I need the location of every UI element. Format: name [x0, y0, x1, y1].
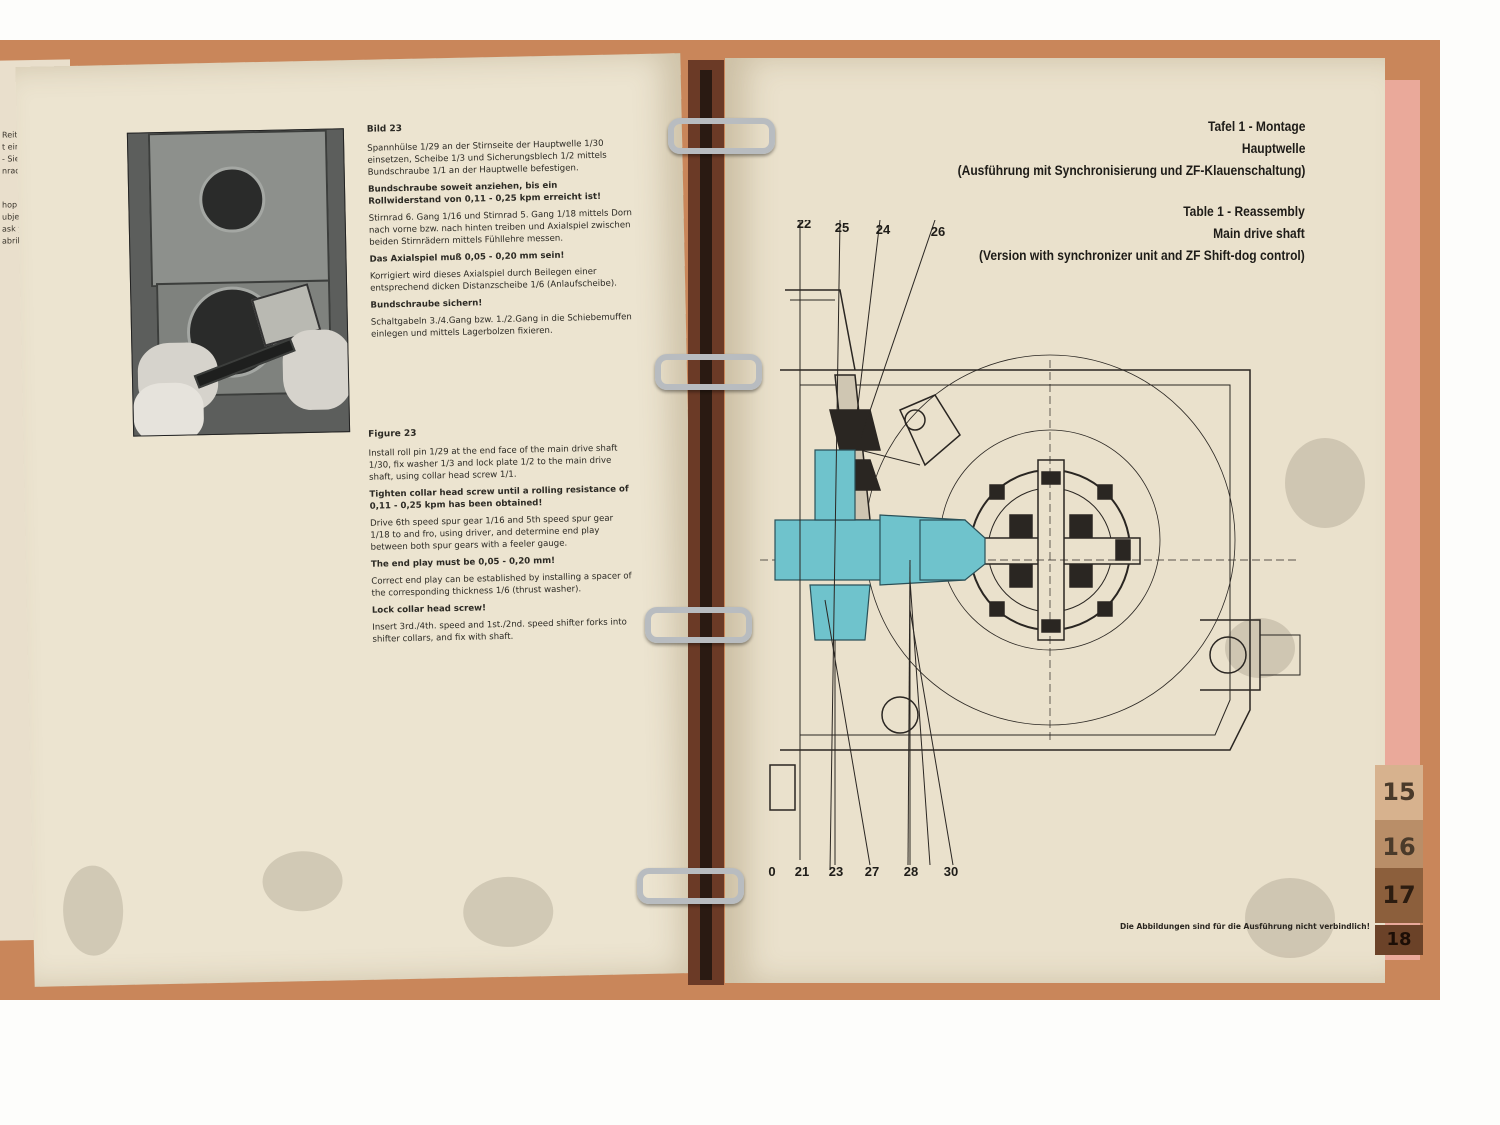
title-de-line: Hauptwelle [1241, 140, 1305, 156]
binder-ring [668, 118, 775, 154]
paragraph-de: Spannhülse 1/29 an der Stirnseite der Ha… [367, 138, 607, 178]
stain [1285, 438, 1365, 528]
main-drive-shaft-drawing: 22 25 24 26 0 21 23 27 28 30 [760, 220, 1301, 879]
callout-24: 24 [876, 222, 891, 237]
callout-25: 25 [835, 220, 849, 235]
stain [261, 850, 344, 913]
callout-0: 0 [768, 864, 775, 879]
binder-ring [655, 354, 762, 390]
title-de-line: Tafel 1 - Montage [1207, 118, 1305, 134]
stain [1245, 878, 1335, 958]
title-en-line: Main drive shaft [1213, 225, 1305, 241]
caption-english: Figure 23 [368, 428, 417, 440]
callout-21: 21 [795, 864, 809, 879]
instructions-english: Figure 23 Install roll pin 1/29 at the e… [368, 424, 638, 651]
callout-22: 22 [797, 220, 811, 231]
callout-23: 23 [829, 864, 843, 879]
paragraph-de: Das Axialspiel muß 0,05 - 0,20 mm sein! [369, 250, 565, 265]
paragraph-en: Tighten collar head screw until a rollin… [369, 484, 629, 512]
paragraph-de: Bundschraube soweit anziehen, bis ein Ro… [367, 180, 602, 207]
instructions-german: Bild 23 Spannhülse 1/29 an der Stirnseit… [367, 119, 637, 346]
paragraph-en: Drive 6th speed spur gear 1/16 and 5th s… [369, 513, 614, 553]
stain [462, 875, 554, 948]
paragraph-en: The end play must be 0,05 - 0,20 mm! [370, 555, 556, 570]
title-en-line: Table 1 - Reassembly [1183, 203, 1305, 219]
title-de-line: (Ausführung mit Synchronisierung und ZF-… [957, 162, 1305, 178]
section-tab-18[interactable]: 18 [1375, 925, 1423, 955]
binder-spine-shadow [700, 70, 712, 980]
binder-ring [645, 607, 752, 643]
stain [62, 865, 125, 957]
binder-ring [637, 868, 744, 904]
section-tab-15[interactable]: 15 [1375, 765, 1423, 820]
title-german: Tafel 1 - Montage Hauptwelle (Ausführung… [901, 115, 1305, 181]
footer-disclaimer: Die Abbildungen sind für die Ausführung … [1120, 922, 1371, 931]
title-english: Table 1 - Reassembly Main drive shaft (V… [926, 200, 1305, 266]
section-tab-17[interactable]: 17 [1375, 868, 1423, 923]
paragraph-en: Insert 3rd./4th. speed and 1st./2nd. spe… [372, 617, 628, 645]
callout-30: 30 [944, 864, 958, 879]
callout-26: 26 [931, 224, 945, 239]
paragraph-de: Korrigiert wird dieses Axialspiel durch … [369, 266, 618, 294]
callout-27: 27 [865, 864, 879, 879]
gearbox-photo [126, 128, 351, 437]
left-page: Bild 23 Spannhülse 1/29 an der Stirnseit… [15, 53, 700, 987]
caption-german: Bild 23 [366, 123, 403, 135]
paragraph-de: Stirnrad 6. Gang 1/16 und Stirnrad 5. Ga… [368, 208, 633, 248]
section-tab-16[interactable]: 16 [1375, 820, 1423, 875]
title-en-line: (Version with synchronizer unit and ZF S… [979, 247, 1305, 263]
paragraph-de: Bundschraube sichern! [370, 298, 483, 311]
callout-28: 28 [904, 864, 918, 879]
paragraph-de: Schaltgabeln 3./4.Gang bzw. 1./2.Gang in… [370, 312, 632, 340]
paragraph-en: Install roll pin 1/29 at the end face of… [368, 443, 618, 483]
paragraph-en: Correct end play can be established by i… [371, 571, 632, 599]
paragraph-en: Lock collar head screw! [371, 603, 487, 616]
